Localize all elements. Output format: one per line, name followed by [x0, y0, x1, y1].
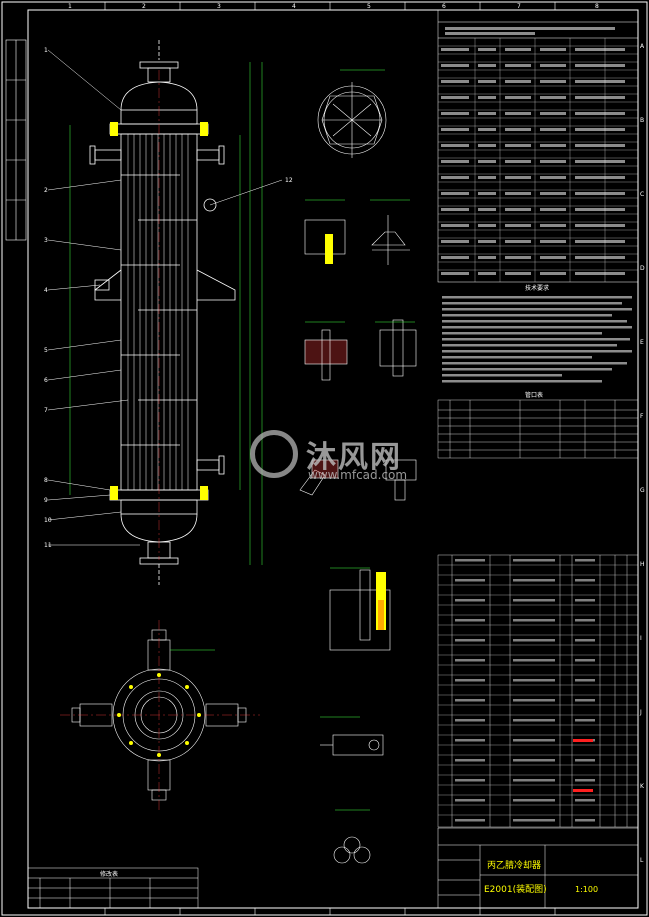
left-strip — [5, 39, 27, 241]
zone-ticks — [104, 2, 556, 915]
zone-letter: D — [640, 265, 645, 272]
design-data-text-fill — [441, 27, 625, 275]
drawing-scale: 1:100 — [575, 885, 598, 894]
watermark: 沐风网 www.mfcad.com — [250, 430, 410, 490]
watermark-logo-icon — [250, 430, 298, 478]
zone-number: 3 — [217, 3, 221, 10]
flange-highlights — [110, 122, 208, 500]
part-leaders — [47, 49, 283, 546]
dimension-lines — [69, 62, 263, 565]
part-callout: 12 — [285, 177, 293, 184]
part-callout: 1 — [44, 47, 48, 54]
zone-letter: A — [640, 43, 645, 50]
part-callout: 2 — [44, 187, 48, 194]
part-callout: 7 — [44, 407, 48, 414]
zone-numbers-top: 1 2 3 4 5 6 7 8 — [68, 3, 599, 10]
plan-view — [60, 620, 260, 810]
zone-letters-right: A B C D E F G H I J K L — [639, 43, 645, 864]
detail-views — [299, 199, 417, 864]
nozzle-table — [437, 399, 639, 459]
zone-letter: H — [640, 561, 645, 568]
zone-number: 4 — [292, 3, 296, 10]
part-callout: 5 — [44, 347, 48, 354]
parts-list-red-marks — [573, 739, 593, 792]
part-callout: 4 — [44, 287, 48, 294]
zone-number: 7 — [517, 3, 521, 10]
zone-letter: B — [640, 117, 644, 124]
zone-number: 6 — [442, 3, 446, 10]
zone-number: 8 — [595, 3, 599, 10]
revision-heading: 修改表 — [100, 870, 118, 878]
design-data-table — [437, 9, 639, 283]
revision-table — [27, 867, 199, 909]
part-callout: 9 — [44, 497, 48, 504]
parts-list-rows — [438, 564, 638, 816]
zone-letter: F — [640, 413, 644, 420]
zone-letter: L — [640, 857, 644, 864]
parts-list-text-fill — [455, 559, 595, 822]
zone-letter: E — [640, 339, 644, 346]
zone-number: 1 — [68, 3, 72, 10]
tech-notes-heading: 技术要求 — [525, 284, 549, 292]
zone-letter: C — [640, 191, 644, 198]
part-callout: 6 — [44, 377, 48, 384]
nozzle-table-heading: 管口表 — [525, 391, 543, 399]
drawing-name-line2: E2001(装配图) — [484, 883, 547, 895]
part-callout: 8 — [44, 477, 48, 484]
watermark-brand: 沐风网 — [306, 440, 402, 475]
vessel-elevation — [89, 40, 236, 585]
zone-letter: K — [640, 783, 645, 790]
parts-list — [437, 554, 639, 828]
tech-notes-text — [442, 296, 632, 383]
plan-view-bolts — [117, 673, 201, 757]
inner-frame — [27, 9, 639, 909]
zone-letter: J — [639, 709, 642, 716]
part-balloons: 1 2 3 4 5 6 7 8 9 10 11 12 — [44, 47, 293, 549]
zone-number: 5 — [367, 3, 371, 10]
zone-number: 2 — [142, 3, 146, 10]
title-block — [437, 827, 639, 909]
zone-letter: I — [640, 635, 642, 642]
watermark-url: www.mfcad.com — [308, 468, 408, 482]
part-callout: 11 — [44, 542, 52, 549]
zone-letter: G — [640, 487, 645, 494]
drawing-name-line1: 丙乙腈冷却器 — [487, 859, 541, 871]
part-callout: 10 — [44, 517, 52, 524]
tubesheet-layout-view — [317, 69, 387, 158]
design-data-rows — [438, 38, 638, 282]
part-callout: 3 — [44, 237, 48, 244]
